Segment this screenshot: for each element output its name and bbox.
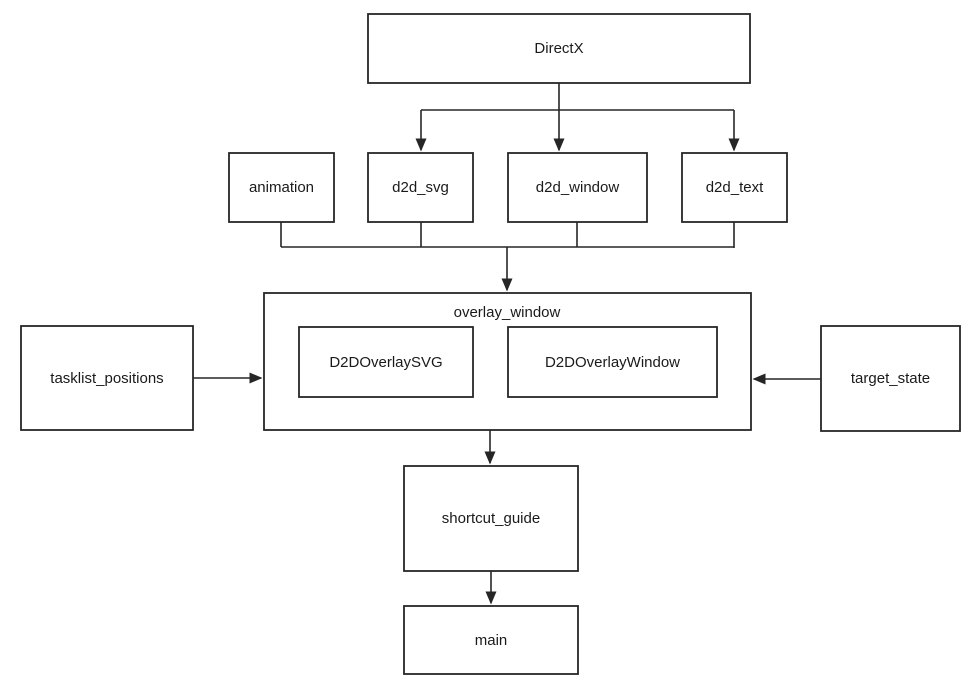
node-tasklist-positions: tasklist_positions bbox=[20, 325, 194, 431]
node-d2d-overlay-svg-label: D2DOverlaySVG bbox=[329, 354, 442, 371]
node-animation-label: animation bbox=[249, 179, 314, 196]
node-shortcut-guide-label: shortcut_guide bbox=[442, 510, 540, 527]
node-d2d-svg: d2d_svg bbox=[367, 152, 474, 223]
node-main-label: main bbox=[475, 632, 508, 649]
node-overlay-window: overlay_window bbox=[263, 292, 752, 431]
node-d2d-text-label: d2d_text bbox=[706, 179, 764, 196]
node-d2d-overlay-window: D2DOverlayWindow bbox=[507, 326, 718, 398]
node-tasklist-positions-label: tasklist_positions bbox=[50, 370, 163, 387]
edge-bus-collector bbox=[280, 222, 735, 248]
node-directx: DirectX bbox=[367, 13, 751, 84]
node-main: main bbox=[403, 605, 579, 675]
node-target-state-label: target_state bbox=[851, 370, 930, 387]
node-d2d-text: d2d_text bbox=[681, 152, 788, 223]
node-d2d-svg-label: d2d_svg bbox=[392, 179, 449, 196]
node-shortcut-guide: shortcut_guide bbox=[403, 465, 579, 572]
node-target-state: target_state bbox=[820, 325, 961, 432]
node-directx-label: DirectX bbox=[534, 40, 583, 57]
node-d2d-window-label: d2d_window bbox=[536, 179, 620, 196]
node-overlay-window-label: overlay_window bbox=[454, 304, 561, 321]
node-animation: animation bbox=[228, 152, 335, 223]
edge-directx-branch bbox=[421, 83, 734, 111]
node-d2d-window: d2d_window bbox=[507, 152, 648, 223]
node-d2d-overlay-window-label: D2DOverlayWindow bbox=[545, 354, 680, 371]
node-d2d-overlay-svg: D2DOverlaySVG bbox=[298, 326, 474, 398]
